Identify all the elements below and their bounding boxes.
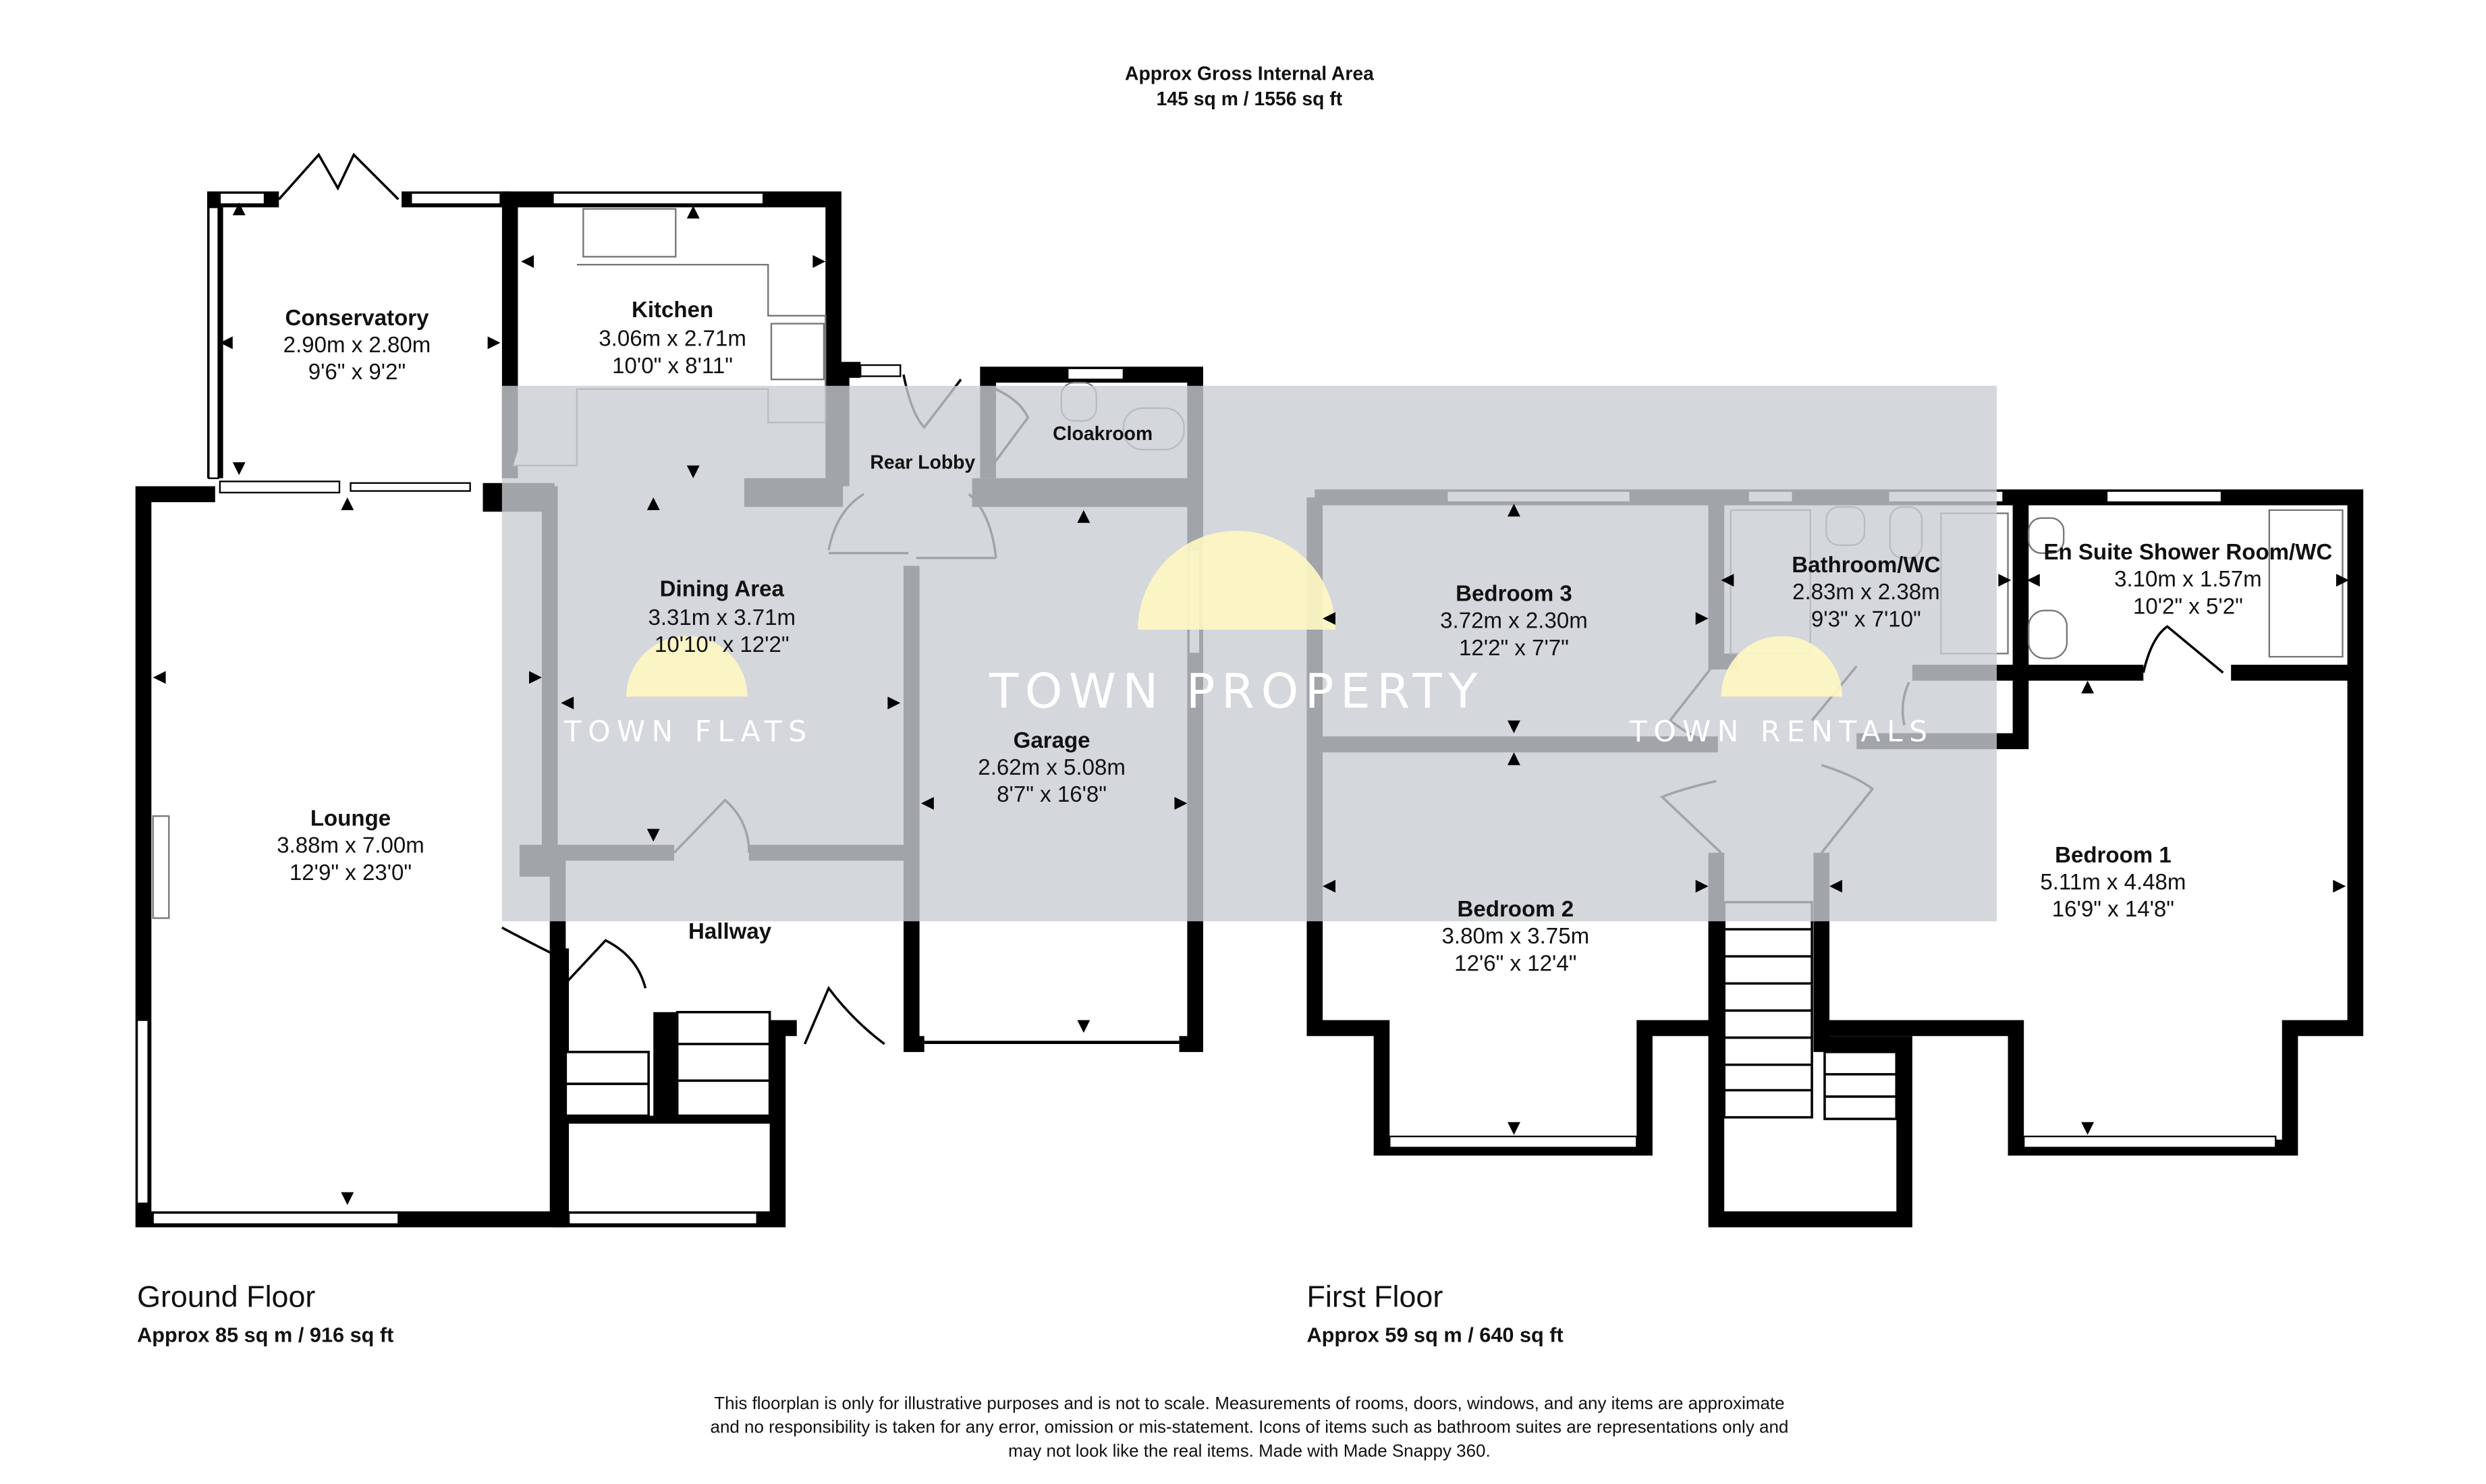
room-dim-imperial: 10'10" x 12'2": [655, 632, 790, 657]
room-dim-imperial: 9'3" x 7'10": [1811, 607, 1921, 632]
room-labels: Conservatory 2.90m x 2.80m 9'6" x 9'2" K…: [277, 298, 2332, 976]
ground-floor-title: Ground Floor: [137, 1280, 315, 1314]
room-dim-metric: 3.88m x 7.00m: [277, 833, 424, 858]
logo-center: [1138, 530, 1335, 630]
room-name: Bedroom 2: [1458, 897, 1574, 922]
room-dim-imperial: 8'7" x 16'8": [997, 782, 1107, 807]
room-dim-metric: 3.72m x 2.30m: [1440, 609, 1588, 634]
wall: [207, 191, 279, 478]
fireplace: [152, 815, 170, 919]
gross-area-value: 145 sq m / 1556 sq ft: [1157, 88, 1343, 110]
watermark: TOWN FLATS TOWN PROPERTY TOWN RENTALS: [501, 385, 1997, 922]
sliding-door: [350, 482, 471, 492]
room-name: Garage: [1014, 728, 1090, 753]
room-dim-imperial: 9'6" x 9'2": [308, 360, 406, 385]
ground-floor-area: Approx 85 sq m / 916 sq ft: [137, 1323, 393, 1347]
logo-left: [626, 636, 748, 697]
basin-icon: [2028, 609, 2068, 659]
first-floor-area: Approx 59 sq m / 640 sq ft: [1306, 1323, 1563, 1347]
measurement-arrows: [153, 202, 2349, 1205]
room-name: Bathroom/WC: [1792, 553, 1940, 578]
window: [219, 480, 341, 494]
room-dim-imperial: 12'9" x 23'0": [289, 860, 412, 885]
room-dim-metric: 2.62m x 5.08m: [978, 755, 1126, 780]
sink-icon: [582, 208, 677, 258]
room-dim-imperial: 10'2" x 5'2": [2133, 594, 2243, 619]
window: [136, 1019, 149, 1205]
room-dim-metric: 2.90m x 2.80m: [283, 333, 431, 358]
room-name: Lounge: [310, 806, 391, 831]
window: [208, 207, 219, 479]
disclaimer-line: and no responsibility is taken for any e…: [711, 1417, 1789, 1437]
disclaimer-line: may not look like the real items. Made w…: [1008, 1441, 1491, 1461]
room-name: Kitchen: [632, 298, 713, 323]
room-dim-metric: 5.11m x 4.48m: [2040, 870, 2186, 895]
disclaimer-line: This floorplan is only for illustrative …: [714, 1393, 1784, 1413]
room-name: Dining Area: [660, 576, 785, 601]
room-dim-metric: 3.31m x 3.71m: [648, 605, 796, 630]
hob-icon: [770, 323, 825, 381]
room-dim-metric: 2.83m x 2.38m: [1792, 580, 1940, 605]
window: [1067, 367, 1125, 381]
logo-right: [1721, 636, 1842, 697]
room-name: En Suite Shower Room/WC: [2043, 540, 2332, 565]
room-name: Rear Lobby: [870, 451, 975, 473]
french-doors: [277, 153, 399, 200]
room-dim-imperial: 12'2" x 7'7": [1459, 636, 1569, 661]
window: [568, 1212, 758, 1226]
window: [152, 1212, 399, 1226]
window: [219, 192, 266, 205]
window: [860, 364, 902, 377]
watermark-left: TOWN FLATS: [563, 715, 813, 748]
room-dim-metric: 3.06m x 2.71m: [599, 327, 746, 352]
room-dim-imperial: 16'9" x 14'8": [2052, 897, 2174, 922]
room-dim-metric: 3.80m x 3.75m: [1442, 924, 1590, 949]
first-floor-title: First Floor: [1306, 1280, 1443, 1314]
room-name: Cloakroom: [1053, 423, 1153, 445]
room-name: Bedroom 1: [2055, 843, 2172, 868]
stairs: [1723, 901, 1898, 1120]
room-dim-metric: 3.10m x 1.57m: [2114, 567, 2262, 592]
room-name: Hallway: [688, 919, 772, 944]
room-dim-imperial: 12'6" x 12'4": [1454, 951, 1576, 976]
watermark-right: TOWN RENTALS: [1629, 715, 1934, 748]
shower-icon: [2268, 509, 2344, 658]
room-dim-imperial: 10'0" x 8'11": [612, 354, 733, 379]
toilet-icon: [2028, 517, 2065, 554]
window: [2022, 1135, 2277, 1149]
window: [1389, 1135, 1638, 1149]
window: [410, 192, 501, 205]
room-name: Conservatory: [285, 306, 429, 331]
stairs: [564, 1011, 771, 1118]
gross-area-title: Approx Gross Internal Area: [1125, 63, 1374, 84]
window: [552, 192, 765, 205]
watermark-center: TOWN PROPERTY: [989, 663, 1484, 719]
room-name: Bedroom 3: [1456, 582, 1572, 607]
window: [2105, 490, 2223, 503]
